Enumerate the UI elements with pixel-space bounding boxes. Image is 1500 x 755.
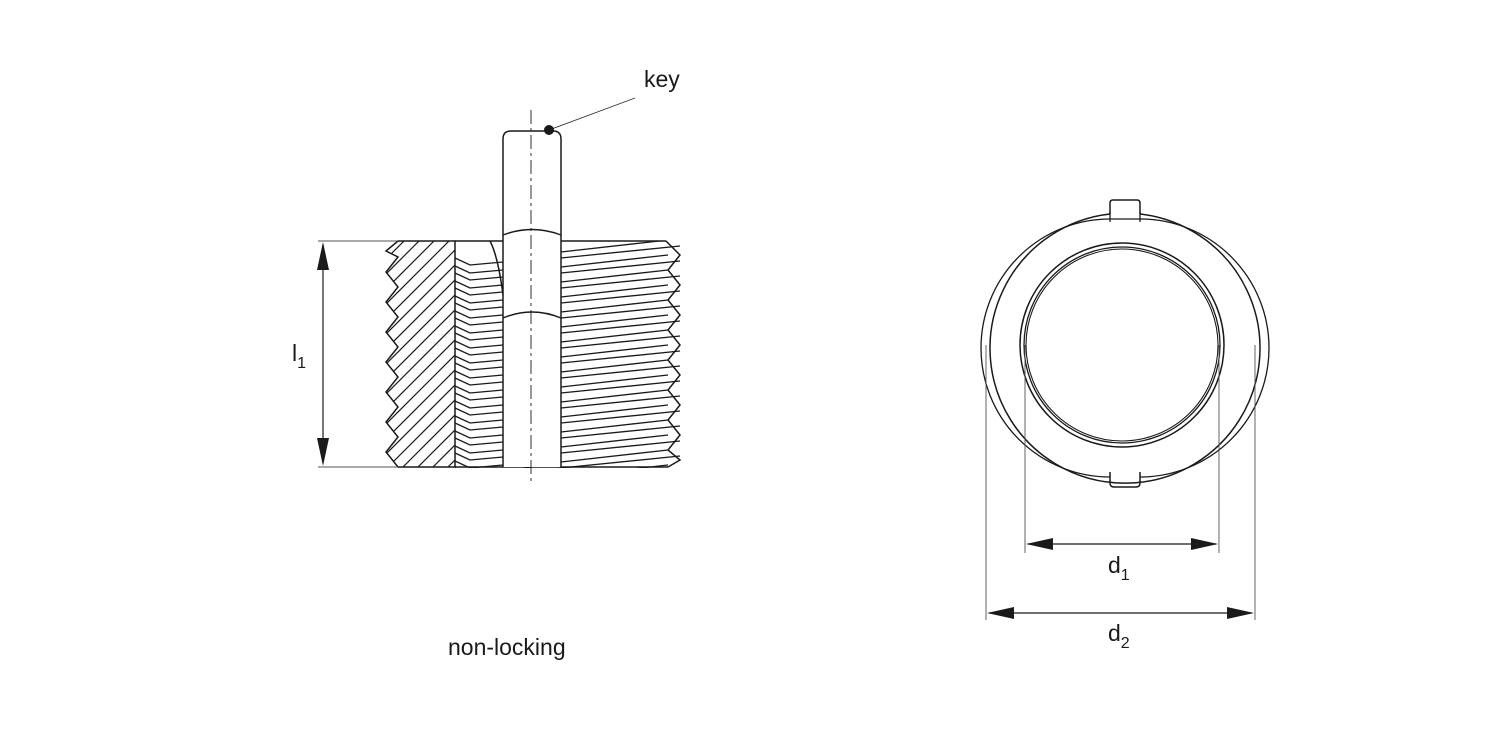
side-view: key l1 non-locking (120, 66, 682, 660)
hatch-line (386, 241, 455, 467)
hatch-line (386, 241, 455, 467)
d1-label: d1 (1108, 552, 1130, 584)
outer-ring (989, 213, 1261, 484)
thread-line (455, 395, 681, 424)
thread-line (455, 275, 681, 304)
dimension-d2 (985, 345, 1256, 620)
d2-label: d2 (1108, 620, 1130, 652)
hatch-line (386, 241, 455, 467)
inner-ring-outer (1019, 242, 1225, 448)
hatch-line (386, 241, 455, 467)
thread-line (455, 305, 681, 334)
hatch-line (386, 241, 455, 467)
thread-line (557, 455, 681, 468)
section-hatch (120, 220, 455, 480)
thread-line (455, 471, 680, 498)
hatch-line (386, 241, 455, 467)
inner-ring-mid (1023, 246, 1221, 444)
caption-non-locking: non-locking (448, 634, 566, 660)
hatch-line (386, 241, 455, 467)
end-view: d1 d2 (980, 199, 1270, 652)
thread-profile-right (665, 240, 682, 468)
section-outline (384, 240, 456, 468)
thread-line (455, 449, 669, 468)
thread-line (455, 410, 681, 439)
inner-bore (1025, 248, 1219, 442)
hatch-line (386, 241, 441, 467)
hatch-line (120, 220, 380, 480)
key-rod (502, 130, 562, 467)
thread-line (455, 245, 681, 274)
hatch-line (386, 241, 455, 467)
hatch-line (434, 241, 455, 467)
thread-line (455, 350, 681, 379)
dimension-d1 (1024, 345, 1220, 553)
thread-line (455, 365, 681, 394)
thread-flanks (455, 241, 681, 498)
hatch-line (386, 241, 455, 467)
l1-label: l1 (292, 340, 306, 372)
dimension-l1 (317, 240, 398, 468)
key-leader (544, 97, 636, 135)
hatch-line (449, 241, 455, 467)
hatch-line (389, 241, 455, 467)
thread-line (455, 440, 681, 468)
thread-line (455, 425, 681, 454)
thread-line (455, 380, 681, 409)
thread-line (455, 260, 681, 289)
thread-line (455, 335, 681, 364)
hatch-line (386, 241, 411, 467)
key-label: key (644, 66, 680, 92)
thread-line (635, 464, 669, 468)
hatch-line (386, 241, 455, 467)
thread-line (455, 290, 681, 319)
hatch-line (404, 241, 455, 467)
thread-line (455, 320, 681, 349)
hatch-line (386, 241, 396, 467)
